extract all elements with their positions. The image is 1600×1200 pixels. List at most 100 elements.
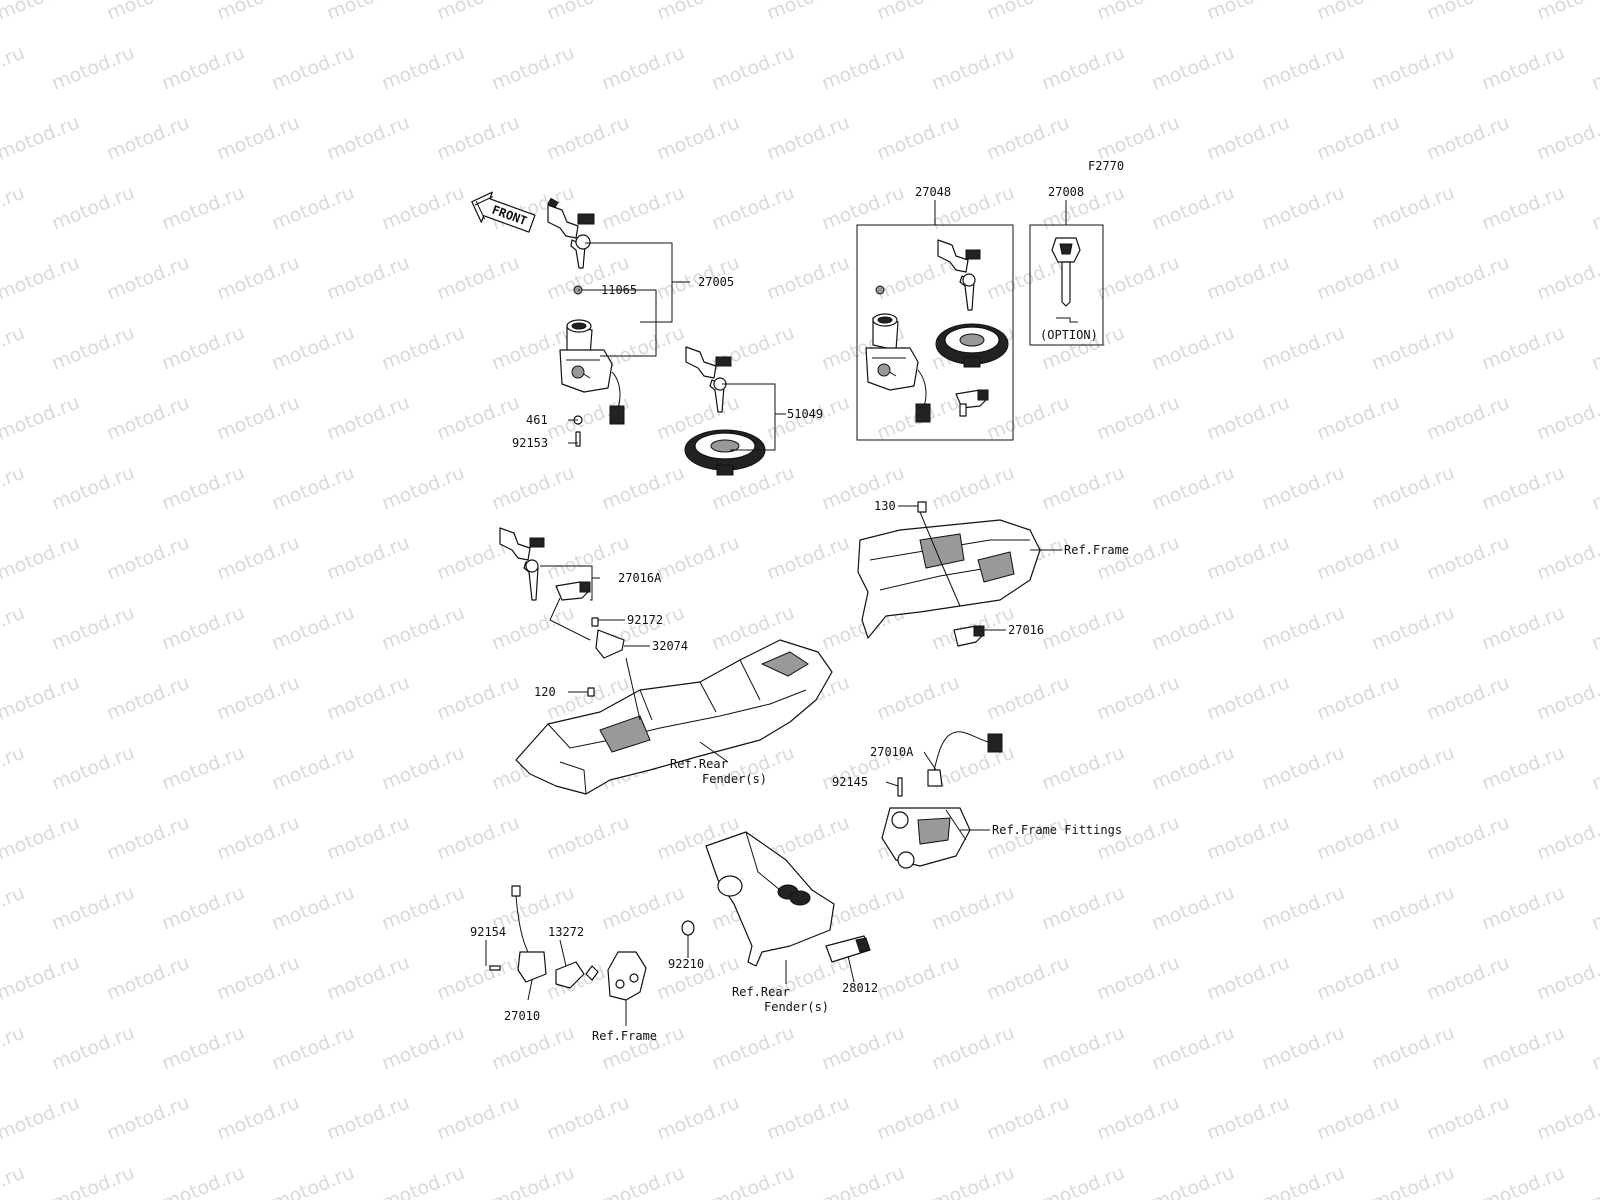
frame-section-icon <box>857 511 1041 639</box>
watermark-text: motod.ru <box>1314 112 1403 165</box>
watermark-text: motod.ru <box>1369 462 1458 515</box>
watermark-text: motod.ru <box>1479 882 1568 935</box>
watermark-text: motod.ru <box>159 1162 248 1200</box>
watermark-text: motod.ru <box>269 1022 358 1075</box>
watermark-text: motod.ru <box>0 392 83 445</box>
watermark-text: motod.ru <box>214 672 303 725</box>
watermark-text: motod.ru <box>489 462 578 515</box>
callout-51049: 51049 <box>787 407 823 421</box>
watermark-text: motod.ru <box>709 42 798 95</box>
watermark-text: motod.ru <box>874 672 963 725</box>
watermark-text: motod.ru <box>1479 42 1568 95</box>
watermark-text: motod.ru <box>1204 952 1293 1005</box>
watermark-text: motod.ru <box>1094 252 1183 305</box>
watermark-text: motod.ru <box>434 812 523 865</box>
watermark-text: motod.ru <box>1314 1092 1403 1145</box>
watermark-text: motod.ru <box>764 0 853 25</box>
seat-lock-icon <box>955 389 989 417</box>
watermark-text: motod.ru <box>984 952 1073 1005</box>
watermark-text: motod.ru <box>269 882 358 935</box>
watermark-text: motod.ru <box>1259 1162 1348 1200</box>
ignition-switch-icon <box>559 285 625 447</box>
watermark-text: motod.ru <box>269 182 358 235</box>
watermark-text: motod.ru <box>1314 952 1403 1005</box>
watermark-text: motod.ru <box>0 532 83 585</box>
callout-92154: 92154 <box>470 925 506 939</box>
watermark-text: motod.ru <box>764 532 853 585</box>
watermark-text: motod.ru <box>1204 532 1293 585</box>
watermark-text: motod.ru <box>819 1022 908 1075</box>
watermark-text: motod.ru <box>984 672 1073 725</box>
watermark-text: motod.ru <box>324 952 413 1005</box>
watermark-text: motod.ru <box>1369 1022 1458 1075</box>
watermark-text: motod.ru <box>379 602 468 655</box>
watermark-text: motod.ru <box>0 252 83 305</box>
watermark-text: motod.ru <box>159 322 248 375</box>
watermark-text: motod.ru <box>104 532 193 585</box>
watermark-text: motod.ru <box>929 1162 1018 1200</box>
watermark-text: motod.ru <box>159 882 248 935</box>
callout-120: 120 <box>534 685 556 699</box>
watermark-text: motod.ru <box>0 322 28 375</box>
watermark-text: motod.ru <box>379 462 468 515</box>
watermark-text: motod.ru <box>764 252 853 305</box>
watermark-text: motod.ru <box>1479 602 1568 655</box>
bracket-icon <box>555 961 599 989</box>
watermark-text: motod.ru <box>1094 1092 1183 1145</box>
rear-fender-icon <box>515 639 833 795</box>
watermark-text: motod.ru <box>0 742 28 795</box>
ref-frame-label-2: Ref.Frame <box>592 1029 657 1043</box>
watermark-text: motod.ru <box>104 0 193 25</box>
watermark-text: motod.ru <box>1259 182 1348 235</box>
watermark-text: motod.ru <box>1259 322 1348 375</box>
watermark-text: motod.ru <box>1424 112 1513 165</box>
watermark-text: motod.ru <box>1149 42 1238 95</box>
watermark-text: motod.ru <box>214 392 303 445</box>
callout-92210: 92210 <box>668 957 704 971</box>
watermark-text: motod.ru <box>324 1092 413 1145</box>
watermark-text: motod.ru <box>214 952 303 1005</box>
watermark-text: motod.ru <box>159 742 248 795</box>
key-icon <box>685 346 732 413</box>
watermark-text: motod.ru <box>1094 112 1183 165</box>
rear-fender-label-1b: Fender(s) <box>702 772 767 786</box>
watermark-text: motod.ru <box>1369 882 1458 935</box>
watermark-text: motod.ru <box>709 1162 798 1200</box>
watermark-text: motod.ru <box>874 112 963 165</box>
callout-32074: 32074 <box>652 639 688 653</box>
watermark-text: motod.ru <box>1259 42 1348 95</box>
seat-switch-icon <box>897 731 1003 797</box>
watermark-text: motod.ru <box>1424 532 1513 585</box>
watermark-text: motod.ru <box>1314 532 1403 585</box>
watermark-text: motod.ru <box>1424 952 1513 1005</box>
watermark-text: motod.ru <box>1149 182 1238 235</box>
watermark-text: motod.ru <box>544 1092 633 1145</box>
callout-28012: 28012 <box>842 981 878 995</box>
watermark-text: motod.ru <box>434 1092 523 1145</box>
watermark-text: motod.ru <box>49 1162 138 1200</box>
watermark-text: motod.ru <box>1039 1022 1128 1075</box>
watermark-text: motod.ru <box>544 812 633 865</box>
watermark-text: motod.ru <box>379 42 468 95</box>
watermark-text: motod.ru <box>269 1162 358 1200</box>
watermark-text: motod.ru <box>1259 602 1348 655</box>
rear-fender-label-2b: Fender(s) <box>764 1000 829 1014</box>
watermark-text: motod.ru <box>324 0 413 25</box>
watermark-text: motod.ru <box>1589 742 1600 795</box>
watermark-text: motod.ru <box>49 42 138 95</box>
watermark-text: motod.ru <box>489 1162 578 1200</box>
watermark-text: motod.ru <box>0 882 28 935</box>
watermark-text: motod.ru <box>1479 1162 1568 1200</box>
watermark-text: motod.ru <box>1259 1022 1348 1075</box>
watermark-text: motod.ru <box>1149 742 1238 795</box>
watermark-text: motod.ru <box>324 252 413 305</box>
watermark-text: motod.ru <box>599 882 688 935</box>
watermark-text: motod.ru <box>654 0 743 25</box>
watermark-text: motod.ru <box>1589 322 1600 375</box>
watermark-text: motod.ru <box>324 112 413 165</box>
watermark-text: motod.ru <box>434 0 523 25</box>
key-icon <box>499 527 545 601</box>
watermark-text: motod.ru <box>434 672 523 725</box>
watermark-text: motod.ru <box>1534 252 1600 305</box>
watermark-text: motod.ru <box>1039 882 1128 935</box>
